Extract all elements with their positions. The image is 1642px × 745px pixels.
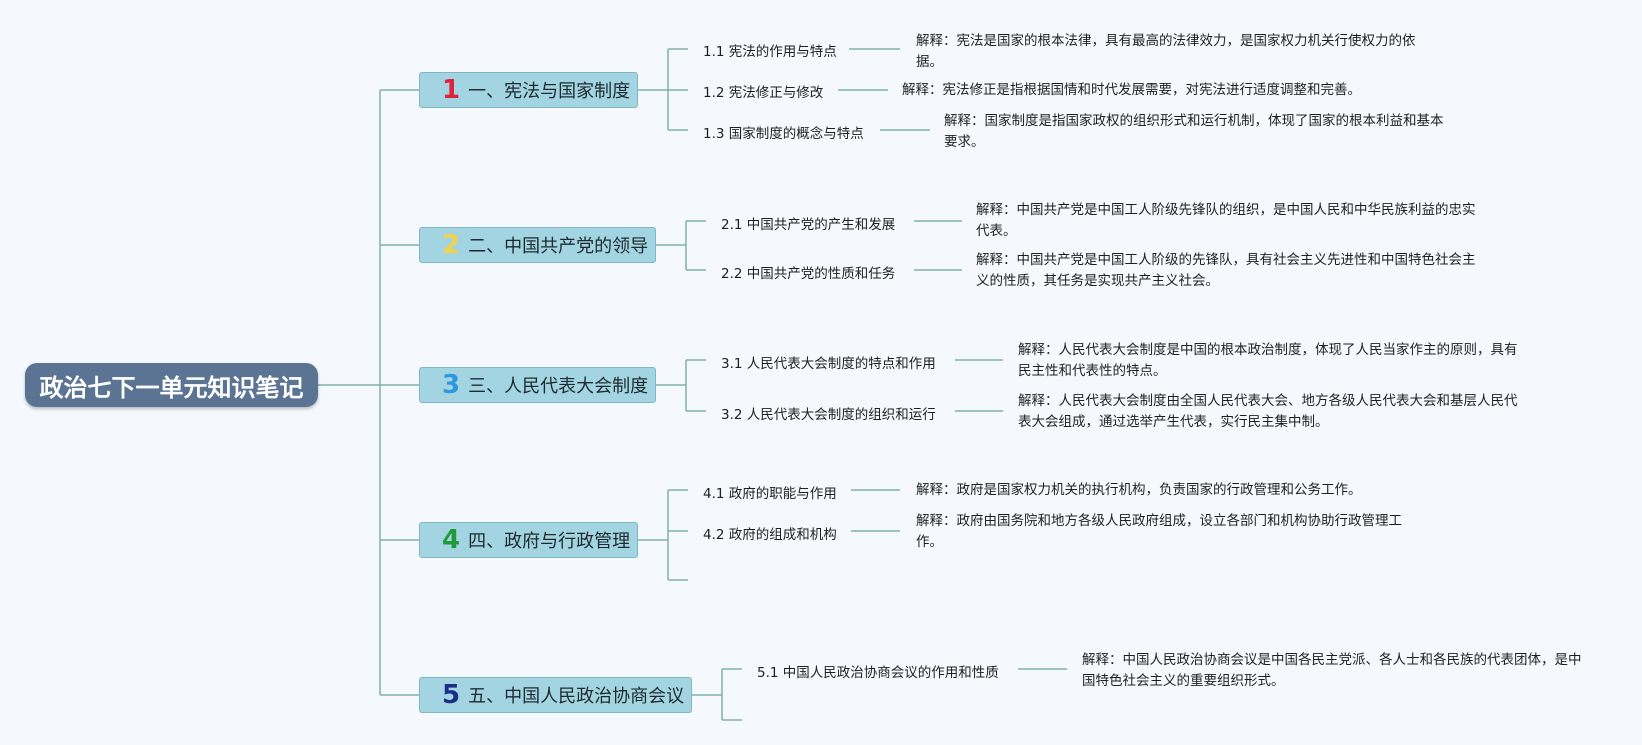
branch-number: 2 — [442, 230, 461, 260]
subtopic-2-2[interactable]: 2.2 中国共产党的性质和任务 — [721, 266, 896, 282]
note-1-1: 解释：宪法是国家的根本法律，具有最高的法律效力，是国家权力机关行使权力的依据。 — [916, 33, 1416, 70]
note-2-2: 解释：中国共产党是中国工人阶级的先锋队，具有社会主义先进性和中国特色社会主义的性… — [976, 252, 1476, 289]
branch-title: 一、宪法与国家制度 — [468, 81, 631, 102]
note-2-1: 解释：中国共产党是中国工人阶级先锋队的组织，是中国人民和中华民族利益的忠实代表。 — [976, 202, 1476, 239]
note-4-1: 解释：政府是国家权力机关的执行机构，负责国家的行政管理和公务工作。 — [916, 482, 1362, 498]
branch-title: 四、政府与行政管理 — [468, 531, 631, 552]
branch-5[interactable]: 5 五、中国人民政治协商会议 — [419, 677, 692, 713]
subtopic-5-1[interactable]: 5.1 中国人民政治协商会议的作用和性质 — [757, 665, 999, 681]
branch-number: 3 — [442, 370, 461, 400]
branch-4[interactable]: 4 四、政府与行政管理 — [419, 522, 638, 558]
root-title: 政治七下一单元知识笔记 — [39, 373, 304, 402]
subtopic-1-3[interactable]: 1.3 国家制度的概念与特点 — [703, 126, 864, 142]
note-1-2: 解释：宪法修正是指根据国情和时代发展需要，对宪法进行适度调整和完善。 — [902, 82, 1361, 98]
branch-3[interactable]: 3 三、人民代表大会制度 — [419, 367, 656, 403]
branch-title: 三、人民代表大会制度 — [468, 376, 649, 397]
branch-number: 4 — [442, 525, 461, 555]
branch-number: 5 — [442, 680, 461, 710]
subtopic-4-2[interactable]: 4.2 政府的组成和机构 — [703, 527, 837, 543]
subtopic-3-2[interactable]: 3.2 人民代表大会制度的组织和运行 — [721, 407, 936, 423]
branch-2[interactable]: 2 二、中国共产党的领导 — [419, 227, 656, 263]
subtopic-4-1[interactable]: 4.1 政府的职能与作用 — [703, 486, 837, 502]
note-3-1: 解释：人民代表大会制度是中国的根本政治制度，体现了人民当家作主的原则，具有民主性… — [1018, 342, 1518, 379]
subtopic-1-2[interactable]: 1.2 宪法修正与修改 — [703, 85, 824, 101]
note-5-1: 解释：中国人民政治协商会议是中国各民主党派、各人士和各民族的代表团体，是中国特色… — [1082, 652, 1582, 689]
subtopic-2-1[interactable]: 2.1 中国共产党的产生和发展 — [721, 217, 896, 233]
subtopic-3-1[interactable]: 3.1 人民代表大会制度的特点和作用 — [721, 356, 936, 372]
note-3-2: 解释：人民代表大会制度由全国人民代表大会、地方各级人民代表大会和基层人民代表大会… — [1018, 393, 1518, 430]
subtopic-1-1[interactable]: 1.1 宪法的作用与特点 — [703, 44, 837, 60]
branch-number: 1 — [442, 75, 461, 105]
note-1-3: 解释：国家制度是指国家政权的组织形式和运行机制，体现了国家的根本利益和基本要求。 — [944, 113, 1444, 150]
branch-title: 二、中国共产党的领导 — [468, 236, 649, 257]
branch-title: 五、中国人民政治协商会议 — [468, 686, 685, 707]
root-topic[interactable]: 政治七下一单元知识笔记 — [25, 363, 318, 407]
branch-1[interactable]: 1 一、宪法与国家制度 — [419, 72, 638, 108]
note-4-2: 解释：政府由国务院和地方各级人民政府组成，设立各部门和机构协助行政管理工作。 — [916, 513, 1402, 550]
